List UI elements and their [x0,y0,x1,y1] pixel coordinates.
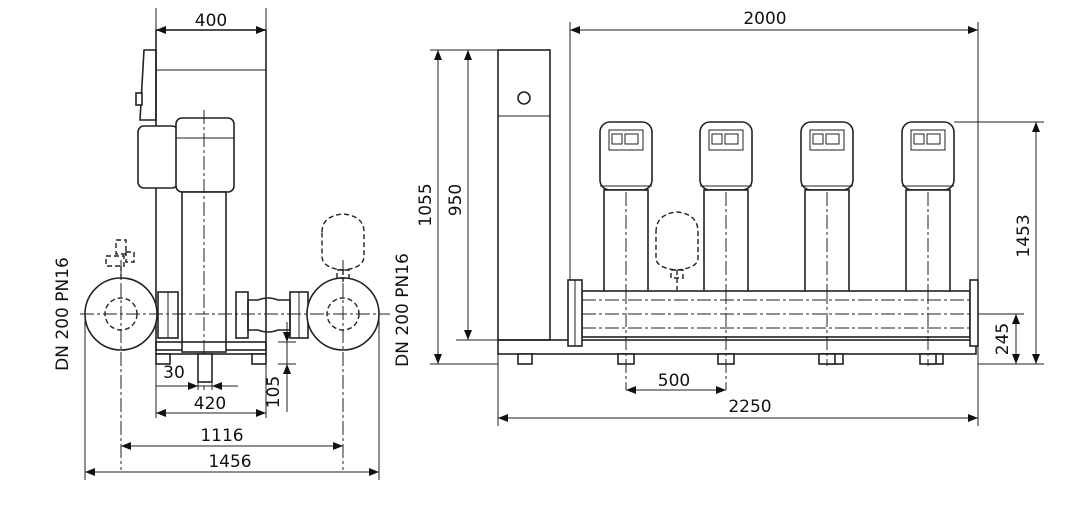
side-view [80,29,390,470]
dim-front-height-total: 1453 [1014,214,1034,257]
dim-front-overall-width: 2250 [728,397,771,417]
dim-front-height-overall: 1055 [416,183,436,226]
front-dimensions: 2000 1055 950 500 2250 1453 [393,9,1044,426]
side-motor [175,117,235,193]
dim-front-manifold-height: 245 [993,323,1013,355]
dim-side-pipe-span: 1116 [200,426,243,446]
dim-side-overall-width: 1456 [208,452,251,472]
side-pressure-gauge [105,239,135,280]
dim-side-width: 400 [195,11,227,31]
dim-front-height-pump: 950 [446,184,466,216]
front-expansion-vessel [655,211,699,290]
dim-side-base-offset: 30 [163,363,185,383]
side-panel-box [137,125,179,189]
dim-front-pump-spacing: 500 [658,371,690,391]
front-view [456,49,979,390]
side-dimensions: 400 30 420 105 1116 1456 [53,8,380,480]
dim-front-manifold-width: 2000 [743,9,786,29]
front-base-frame [497,339,977,355]
label-front-connection: DN 200 PN16 [393,253,413,367]
side-expansion-vessel [321,213,365,282]
front-control-cabinet [497,49,551,341]
dim-side-base-width: 420 [194,394,226,414]
front-cabinet-switch [517,91,531,105]
dim-side-pipe-height: 105 [264,376,284,408]
label-side-connection: DN 200 PN16 [53,257,73,371]
